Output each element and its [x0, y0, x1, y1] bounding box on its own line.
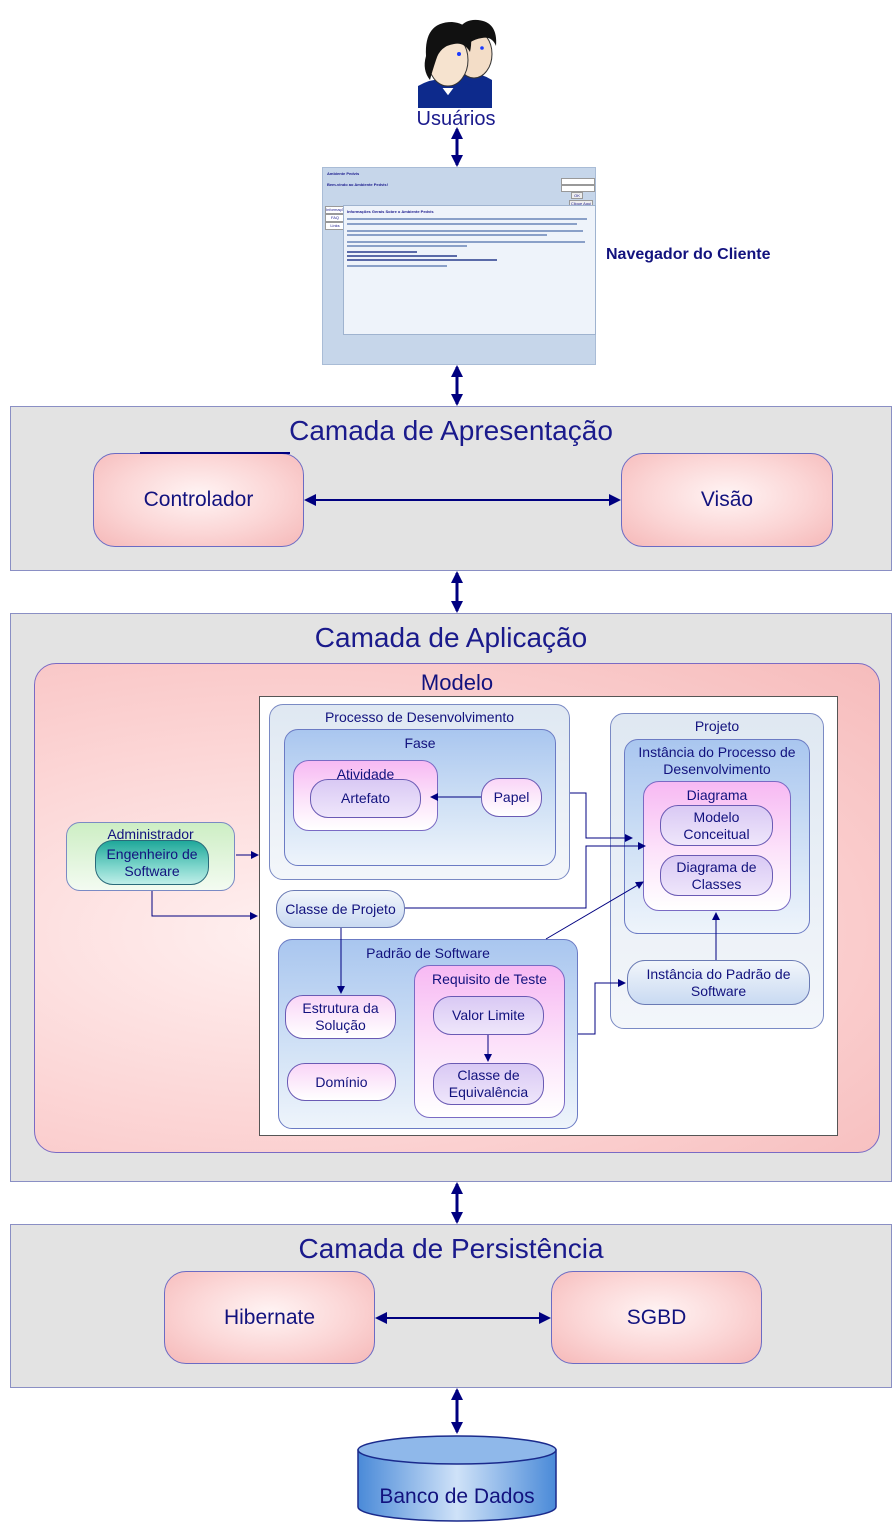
browser-screen-title: Ambiente Pedvis — [327, 171, 360, 176]
hibernate-box: Hibernate — [164, 1271, 375, 1364]
solution-structure-box: Estrutura da Solução — [285, 995, 396, 1039]
browser-ok-button[interactable]: OK — [571, 192, 583, 199]
dev-process-label: Processo de Desenvolvimento — [324, 709, 515, 725]
users-label: Usuários — [416, 108, 496, 130]
project-class-box: Classe de Projeto — [276, 890, 405, 928]
class-diagram-box: Diagrama de Classes — [660, 855, 773, 896]
artifact-box: Artefato — [310, 779, 421, 818]
application-layer-title: Camada de Aplicação — [314, 622, 588, 653]
domain-box: Domínio — [287, 1063, 396, 1101]
browser-screenshot: Ambiente Pedvis Bem-vindo ao Ambiente Pe… — [322, 167, 596, 365]
projectclass-processinstance-arrow — [405, 842, 646, 909]
devprocess-processinstance-arrow — [570, 792, 633, 842]
software-engineer-label: Engenheiro de Software — [106, 845, 198, 879]
model-title: Modelo — [420, 670, 494, 695]
administrator-label: Administrador — [107, 826, 194, 842]
view-box: Visão — [621, 453, 833, 547]
browser-welcome: Bem-vindo ao Ambiente Pedvis! — [327, 182, 388, 187]
project-label: Projeto — [694, 718, 740, 734]
equivalence-class-box: Classe de Equivalência — [433, 1063, 544, 1105]
browser-login-panel: OK Clique Aqui — [531, 178, 595, 207]
pattern-instance-box: Instância do Padrão de Software — [627, 960, 810, 1005]
process-instance-label: Instância do Processo de Desenvolvimento — [638, 744, 796, 777]
browser-content-panel: Informações Gerais Sobre o Ambiente Pedv… — [343, 205, 596, 335]
limit-value-box: Valor Limite — [433, 996, 544, 1035]
browser-sidebar: Informações FAQ Links — [325, 206, 348, 230]
dbms-box: SGBD — [551, 1271, 762, 1364]
role-box: Papel — [481, 778, 542, 817]
users-icon — [412, 8, 500, 108]
software-engineer-box: Engenheiro de Software — [95, 840, 209, 885]
software-pattern-label: Padrão de Software — [366, 945, 490, 961]
browser-label: Navegador do Cliente — [606, 246, 771, 263]
phase-label: Fase — [404, 735, 436, 751]
persistence-layer-title: Camada de Persistência — [298, 1233, 604, 1264]
presentation-layer-title: Camada de Apresentação — [289, 415, 613, 446]
conceptual-model-box: Modelo Conceitual — [660, 805, 773, 846]
test-requirement-label: Requisito de Teste — [432, 971, 547, 987]
database-icon — [356, 1434, 558, 1523]
diagram-label: Diagrama — [686, 787, 748, 803]
database-label: Banco de Dados — [379, 1485, 535, 1508]
browser-content-heading: Informações Gerais Sobre o Ambiente Pedv… — [347, 209, 434, 214]
testreq-patterninstance-arrow — [578, 979, 626, 1035]
softwarepattern-processinstance-arrow — [545, 881, 644, 940]
admin-projectclass-arrow — [151, 891, 258, 920]
activity-label: Atividade — [336, 766, 395, 782]
